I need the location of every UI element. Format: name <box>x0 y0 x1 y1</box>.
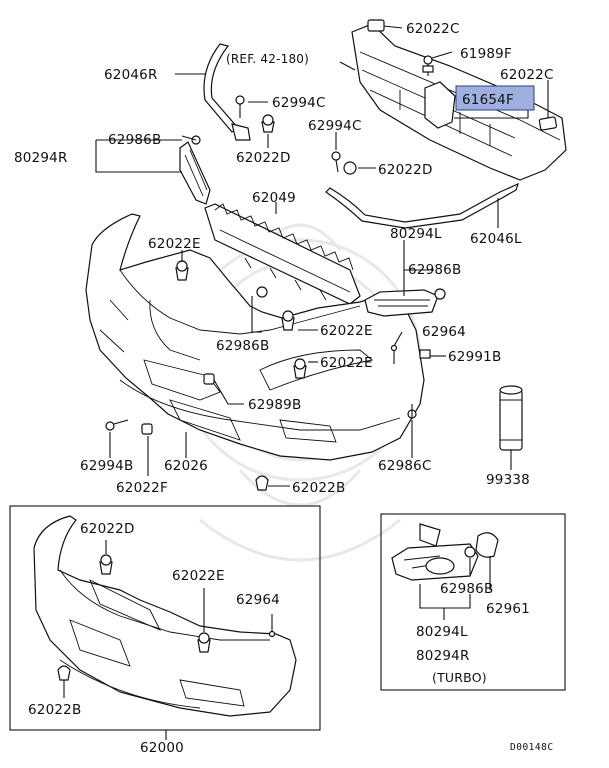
clip-62022C-right <box>538 116 558 131</box>
clip-62986C <box>407 404 417 419</box>
label-62986B-a: 62986B <box>108 132 161 148</box>
label-inset-62022B: 62022B <box>28 702 81 718</box>
label-turbo-80294L: 80294L <box>416 624 468 640</box>
label-62022D-a: 62022D <box>236 150 291 166</box>
inset-box-turbo <box>380 513 566 691</box>
nut-62991B <box>419 349 431 359</box>
label-62991B: 62991B <box>448 349 501 365</box>
inset-clip-62022D <box>99 540 113 575</box>
label-80294L: 80294L <box>390 226 442 242</box>
screw-62994B <box>105 419 129 431</box>
label-62046L: 62046L <box>470 231 522 247</box>
turbo-fog-cover <box>391 523 479 581</box>
label-turbo-62986B: 62986B <box>440 581 493 597</box>
label-62000: 62000 <box>140 740 184 756</box>
label-62986B-c: 62986B <box>216 338 269 354</box>
label-62994C-a: 62994C <box>272 95 326 111</box>
label-62022C-right: 62022C <box>500 67 554 83</box>
label-62989B: 62989B <box>248 397 301 413</box>
label-inset-62022E: 62022E <box>172 568 225 584</box>
screw-62994C-a <box>235 95 245 118</box>
clip-62022C-top <box>367 19 385 32</box>
label-inset-62964: 62964 <box>236 592 280 608</box>
label-62994C-b: 62994C <box>308 118 362 134</box>
bumper-assembly-62000 <box>33 515 297 717</box>
inset-clip-62022E <box>197 588 211 653</box>
label-62022E-b: 62022E <box>320 323 373 339</box>
clip-62986B-b <box>434 288 446 300</box>
label-61654F: 61654F <box>462 92 514 108</box>
clip-62022E-b <box>281 310 295 331</box>
leader-lines <box>95 25 549 487</box>
bolt-61989F <box>422 55 434 76</box>
label-turbo: (TURBO) <box>432 670 487 685</box>
label-62986B-b: 62986B <box>408 262 461 278</box>
turbo-leader-lines <box>419 556 491 620</box>
inset-pin-62964 <box>268 614 276 638</box>
clip-62022E-c <box>293 358 307 379</box>
label-62022D-b: 62022D <box>378 162 433 178</box>
inset-clip-62022B <box>57 665 71 698</box>
label-inset-62022D: 62022D <box>80 521 135 537</box>
inset-box-62000 <box>9 505 321 731</box>
label-62964-a: 62964 <box>422 324 466 340</box>
label-62022B-a: 62022B <box>292 480 345 496</box>
clip-62989B <box>203 373 215 385</box>
label-62994B: 62994B <box>80 458 133 474</box>
label-80294R: 80294R <box>14 150 68 166</box>
strip-62046R-bracket <box>231 123 251 141</box>
clip-62022B-a <box>255 475 269 491</box>
label-61989F: 61989F <box>460 46 512 62</box>
clip-62022E-a <box>175 260 189 281</box>
label-99338: 99338 <box>486 472 530 488</box>
part-labels: 62022C 61989F (REF. 42-180) 62046R 62022… <box>14 21 554 756</box>
label-62046R: 62046R <box>104 67 158 83</box>
label-62049: 62049 <box>252 190 296 206</box>
fog-cover-80294R <box>179 141 211 205</box>
clip-62022F <box>141 423 153 435</box>
label-turbo-80294R: 80294R <box>416 648 470 664</box>
label-62986C: 62986C <box>378 458 432 474</box>
label-62022C-top: 62022C <box>406 21 460 37</box>
label-62961: 62961 <box>486 601 530 617</box>
touch-up-paint-99338 <box>499 385 523 451</box>
turbo-clip-62986B <box>464 546 476 558</box>
clip-62022D-a <box>261 114 275 133</box>
bumper-cover-62026 <box>85 213 425 461</box>
label-62022E-c: 62022E <box>320 355 373 371</box>
turbo-ring-62961 <box>475 532 499 558</box>
label-62022E-a: 62022E <box>148 236 201 252</box>
grille-62049 <box>204 203 361 305</box>
screw-62994C-b <box>331 151 341 173</box>
label-62022F: 62022F <box>116 480 168 496</box>
highlight-box-61654F <box>455 85 535 111</box>
label-62026: 62026 <box>164 458 208 474</box>
label-ref: (REF. 42-180) <box>226 52 309 66</box>
diagram-code: D00148C <box>510 742 554 753</box>
clip-62986B-c <box>256 286 268 298</box>
fog-cover-80294L <box>364 289 439 317</box>
strip-62046L <box>325 182 519 229</box>
clip-62022D-b <box>343 161 357 175</box>
